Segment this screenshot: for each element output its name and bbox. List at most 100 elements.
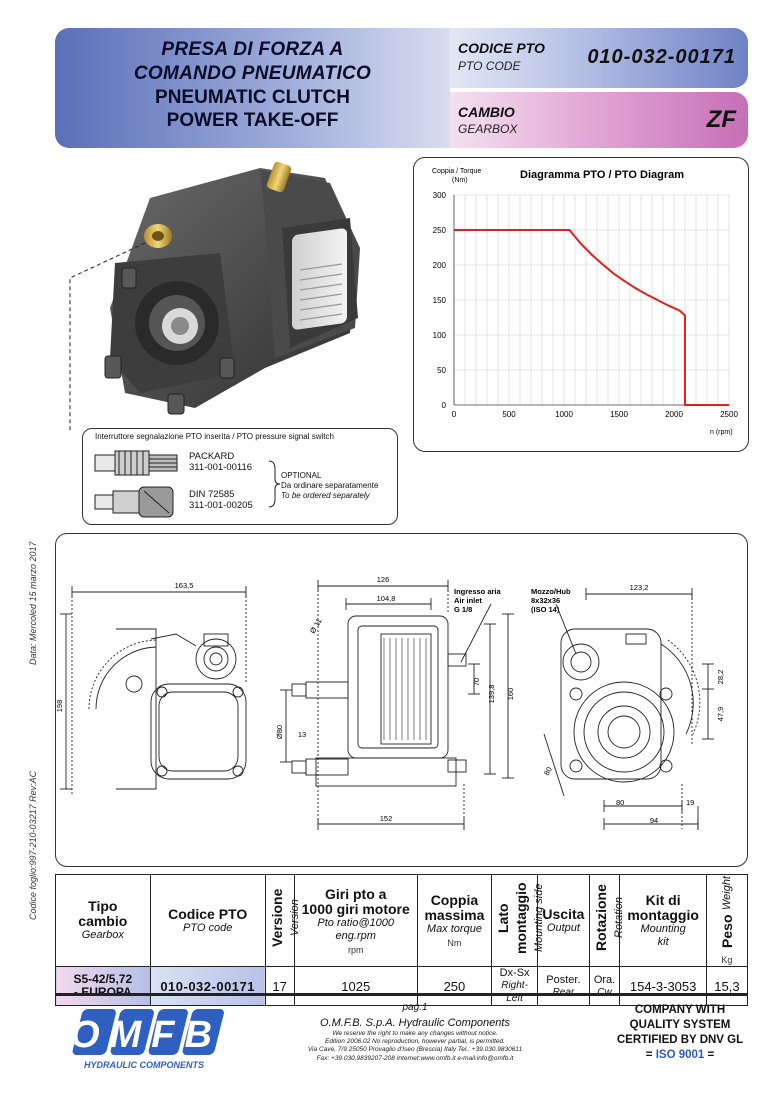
dim-104-8: 104,8 <box>377 594 396 603</box>
dim-80-hub: 80 <box>542 765 554 777</box>
cell-pto-code: 010-032-00171 <box>149 966 266 1006</box>
optional-it: Da ordinare separatamente <box>281 481 379 490</box>
chart-ytick-label: 200 <box>433 261 447 270</box>
cell-ratio: 1025 <box>293 966 418 1006</box>
pto-code-label-en: PTO CODE <box>458 59 521 73</box>
header-max-torque: Coppia massima Max torque Nm <box>416 874 492 967</box>
header-mounting-kit: Kit di montaggio Mounting kit <box>619 874 707 967</box>
cell-kit: 154-3-3053 <box>619 966 707 1006</box>
switch-sensors-image <box>94 450 178 518</box>
cell-gearbox: S5-42/5,72 - EUROPA <box>55 966 151 1006</box>
quality-certification: COMPANY WITH QUALITY SYSTEM CERTIFIED BY… <box>616 1004 744 1061</box>
logo-wordmark: OMFB <box>70 1014 222 1056</box>
dim-70: 70 <box>472 678 481 686</box>
pto-diagram-box: Coppia / Torque (Nm) Diagramma PTO / PTO… <box>413 157 749 452</box>
chart-ytick-label: 100 <box>433 331 447 340</box>
chart-xtick-label: 0 <box>452 410 457 419</box>
hub-spec: 8x32x36 <box>531 596 560 605</box>
header-rotation: Rotazione Rotation <box>588 874 625 967</box>
side-sheet-code: Codice foglio:997-210-03217 Rev:AC <box>28 770 38 920</box>
title-en-line-2: POWER TAKE-OFF <box>166 110 339 131</box>
packard-code: 311-001-00116 <box>189 462 253 473</box>
chart-ticks: 0 50 100 150 200 250 300 0 500 1000 1500 2000 2500 <box>433 191 739 419</box>
specification-table: Tipo cambio Gearbox Codice PTO PTO code … <box>55 874 749 1006</box>
page-number: pag.1 <box>402 1002 428 1013</box>
chart-xtick-label: 1500 <box>610 410 628 419</box>
pto-code-value: 010-032-00171 <box>587 46 736 68</box>
dim-94: 94 <box>650 816 658 825</box>
signal-switch-box: Interruttore segnalazione PTO inserita /… <box>82 428 398 525</box>
chart-ytick-label: 50 <box>437 366 446 375</box>
logo-subtitle: HYDRAULIC COMPONENTS <box>84 1060 204 1070</box>
cell-torque: 250 <box>416 966 492 1006</box>
dim-80-square: 80 <box>616 798 624 807</box>
optional-label: OPTIONAL <box>281 471 322 480</box>
pto-code-label-it: CODICE PTO <box>458 40 545 56</box>
gearbox-value: ZF <box>706 106 736 133</box>
iso-9001-label: ISO 9001 <box>655 1049 705 1061</box>
header-version: Versione Version <box>264 874 301 967</box>
dim-198: 198 <box>56 700 64 713</box>
gearbox-panel: CAMBIO GEARBOX ZF <box>450 92 748 148</box>
gearbox-label-it: CAMBIO <box>458 104 515 120</box>
header-pto-code: Codice PTO PTO code <box>149 874 266 967</box>
title-it-line-1: PRESA DI FORZA A <box>161 39 344 60</box>
dim-13: 13 <box>298 730 306 739</box>
chart-xtick-label: 2000 <box>665 410 683 419</box>
side-date: Data: Mercoled 15 marzo 2017 <box>28 541 38 665</box>
chart-xtick-label: 500 <box>502 410 516 419</box>
cell-output: Poster. Rear <box>537 966 590 1006</box>
air-inlet-size: G 1/8 <box>454 605 472 614</box>
header-gearbox-type: Tipo cambio Gearbox <box>55 874 151 967</box>
pto-product-image <box>69 161 360 433</box>
chart-xtick-label: 1000 <box>555 410 573 419</box>
air-inlet-it: Ingresso aria <box>454 587 502 596</box>
header-title-panel: PRESA DI FORZA A COMANDO PNEUMATICO PNEU… <box>55 28 450 148</box>
air-inlet-en: Air inlet <box>454 596 482 605</box>
dim-163-5: 163,5 <box>175 581 194 590</box>
dim-160: 160 <box>506 688 515 701</box>
chart-ytick-label: 250 <box>433 226 447 235</box>
technical-drawings: 163,5 198 126 104,8 Ø 11 Ø80 13 70 139,8… <box>55 575 725 830</box>
company-name: O.M.F.B. S.p.A. Hydraulic Components <box>320 1017 510 1029</box>
chart-xtick-label: 2500 <box>720 410 738 419</box>
chart-grid <box>453 194 730 406</box>
cell-version: 17 <box>264 966 295 1006</box>
switch-brace <box>268 460 281 508</box>
omfb-logo: OMFB HYDRAULIC COMPONENTS <box>70 1009 224 1070</box>
din-name: DIN 72585 <box>189 489 235 500</box>
header-weight: Peso Weight Kg <box>705 874 749 967</box>
dim-152: 152 <box>380 814 393 823</box>
chart-ylabel-2: (Nm) <box>452 177 468 184</box>
title-it-line-2: COMANDO PNEUMATICO <box>133 63 372 84</box>
gearbox-label-en: GEARBOX <box>458 122 518 136</box>
dim-11: Ø 11 <box>308 617 324 635</box>
cell-mounting-side: Dx-Sx Right-Left <box>490 966 539 1006</box>
cell-rotation: Ora. Cw <box>588 966 621 1006</box>
chart-ytick-label: 150 <box>433 296 447 305</box>
pto-diagram-chart: Coppia / Torque (Nm) Diagramma PTO / PTO… <box>432 168 739 436</box>
header-output: Uscita Output <box>537 874 590 967</box>
dim-126: 126 <box>377 575 390 584</box>
din-code: 311-001-00205 <box>189 500 253 511</box>
switch-title: Interruttore segnalazione PTO inserita /… <box>95 432 334 441</box>
torque-curve-line <box>454 229 729 406</box>
chart-ytick-label: 300 <box>433 191 447 200</box>
dim-80-diameter: Ø80 <box>275 725 284 739</box>
dim-47-9: 47,9 <box>716 707 725 722</box>
dim-28-2: 28,2 <box>716 670 725 685</box>
header-pto-ratio: Giri pto a 1000 giri motore Pto ratio@10… <box>293 874 418 967</box>
pto-code-panel: CODICE PTO PTO CODE 010-032-00171 <box>450 28 748 88</box>
hub-label: Mozzo/Hub <box>531 587 571 596</box>
dim-19: 19 <box>686 798 694 807</box>
chart-ytick-label: 0 <box>442 401 447 410</box>
packard-name: PACKARD <box>189 451 235 462</box>
optional-en: To be ordered separately <box>281 491 370 500</box>
chart-ylabel-1: Coppia / Torque <box>432 168 481 175</box>
technical-drawing-box: 163,5 198 126 104,8 Ø 11 Ø80 13 70 139,8… <box>55 533 748 867</box>
chart-title: Diagramma PTO / PTO Diagram <box>520 169 684 181</box>
footer-divider <box>55 993 748 996</box>
hub-iso: (ISO 14) <box>531 605 560 614</box>
title-en-line-1: PNEUMATIC CLUTCH <box>155 87 350 108</box>
header-mounting-side: Lato montaggio Mounting side <box>490 874 545 967</box>
